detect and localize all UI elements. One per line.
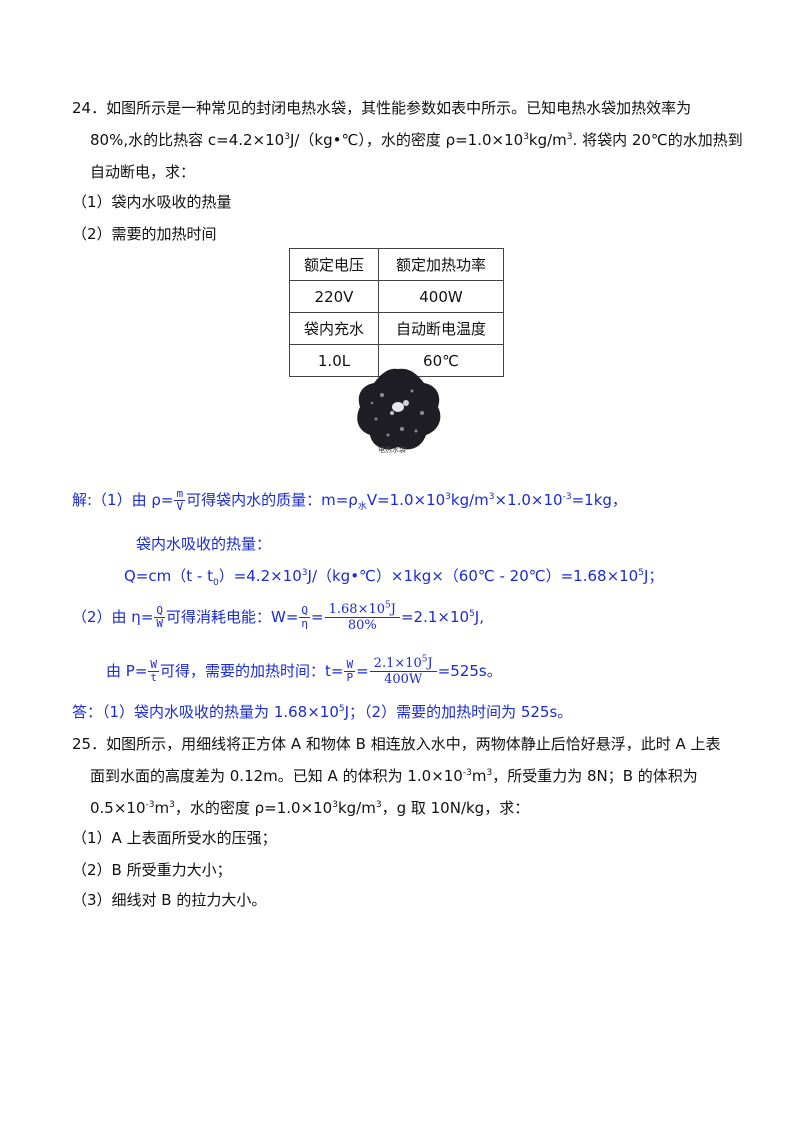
parameter-table: 额定电压 额定加热功率 220V 400W 袋内充水 自动断电温度 1.0L 6…: [289, 248, 504, 377]
solution-line-3: Q=cm（t - t0）=4.2×103J/（kg•℃）×1kg×（60℃ - …: [124, 567, 664, 588]
q25-line-2: 面到水面的高度差为 0.12m。已知 A 的体积为 1.0×10-3m3，所受重…: [90, 767, 698, 785]
q24-sub-question-1: （1）袋内水吸收的热量: [72, 193, 232, 211]
table-cell: 额定加热功率: [378, 248, 504, 281]
figure-caption: 电热水袋: [378, 446, 406, 454]
q25-sub-question-2: （2）B 所受重力大小；: [72, 861, 232, 879]
table-row: 袋内充水 自动断电温度: [289, 312, 504, 345]
solution-line-2: 袋内水吸收的热量：: [136, 535, 272, 553]
q24-line-2: 80%,水的比热容 c=4.2×103J/（kg•℃），水的密度 ρ=1.0×1…: [90, 131, 743, 149]
table-row: 220V 400W: [289, 280, 504, 313]
table-cell: 60℃: [378, 344, 504, 377]
q25-sub-question-1: （1）A 上表面所受水的压强；: [72, 829, 277, 847]
q24-line-1: 24．如图所示是一种常见的封闭电热水袋，其性能参数如表中所示。已知电热水袋加热效…: [72, 99, 692, 117]
q24-sub-question-2: （2）需要的加热时间: [72, 225, 217, 243]
q24-line-3: 自动断电，求：: [90, 163, 196, 181]
table-cell: 袋内充水: [289, 312, 379, 345]
table-cell: 额定电压: [289, 248, 379, 281]
table-cell: 400W: [378, 280, 504, 313]
q25-line-1: 25．如图所示，用细线将正方体 A 和物体 B 相连放入水中，两物体静止后恰好悬…: [72, 735, 721, 753]
q25-sub-question-3: （3）细线对 B 的拉力大小。: [72, 891, 267, 909]
hot-water-bag-figure: [357, 368, 441, 450]
table-row: 1.0L 60℃: [289, 344, 504, 377]
table-cell: 1.0L: [289, 344, 379, 377]
q25-line-3: 0.5×10-3m3，水的密度 ρ=1.0×103kg/m3，g 取 10N/k…: [90, 799, 530, 817]
table-cell: 220V: [289, 280, 379, 313]
table-row: 额定电压 额定加热功率: [289, 248, 504, 281]
answer-line: 答：（1）袋内水吸收的热量为 1.68×105J；（2）需要的加热时间为 525…: [72, 703, 573, 721]
table-cell: 自动断电温度: [378, 312, 504, 345]
